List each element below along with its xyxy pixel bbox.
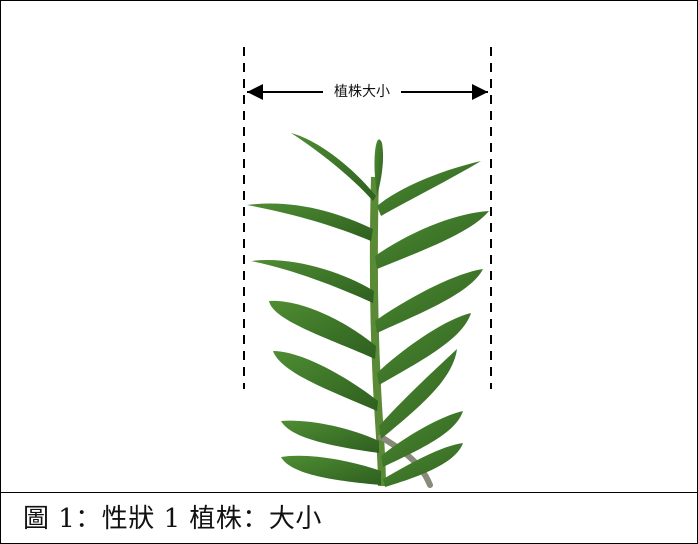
leaf-top-center xyxy=(374,139,384,196)
leaf-right-2 xyxy=(375,269,483,333)
leaf-left-1 xyxy=(247,203,373,241)
leaf-top-left xyxy=(291,133,376,201)
stem xyxy=(369,176,386,487)
figure-image-area: 植株大小 xyxy=(1,1,697,493)
leaf-left-4 xyxy=(273,351,378,411)
leaf-left-6 xyxy=(281,455,381,485)
leaf-top-right xyxy=(377,161,481,216)
leaf-left-2 xyxy=(251,260,374,303)
leaf-right-4 xyxy=(379,349,457,439)
plant-diagram xyxy=(243,47,492,488)
orchid-plant xyxy=(247,133,489,488)
figure-caption: 圖 1：性狀 1 植株：大小 xyxy=(23,504,322,534)
leaf-right-5 xyxy=(381,411,463,467)
leaf-right-1 xyxy=(375,211,489,269)
leaf-right-3 xyxy=(377,313,471,385)
dimension-label: 植株大小 xyxy=(323,81,401,103)
leaf-right-6 xyxy=(383,443,463,487)
leaf-left-5 xyxy=(281,420,379,453)
leaf-left-3 xyxy=(269,300,376,359)
